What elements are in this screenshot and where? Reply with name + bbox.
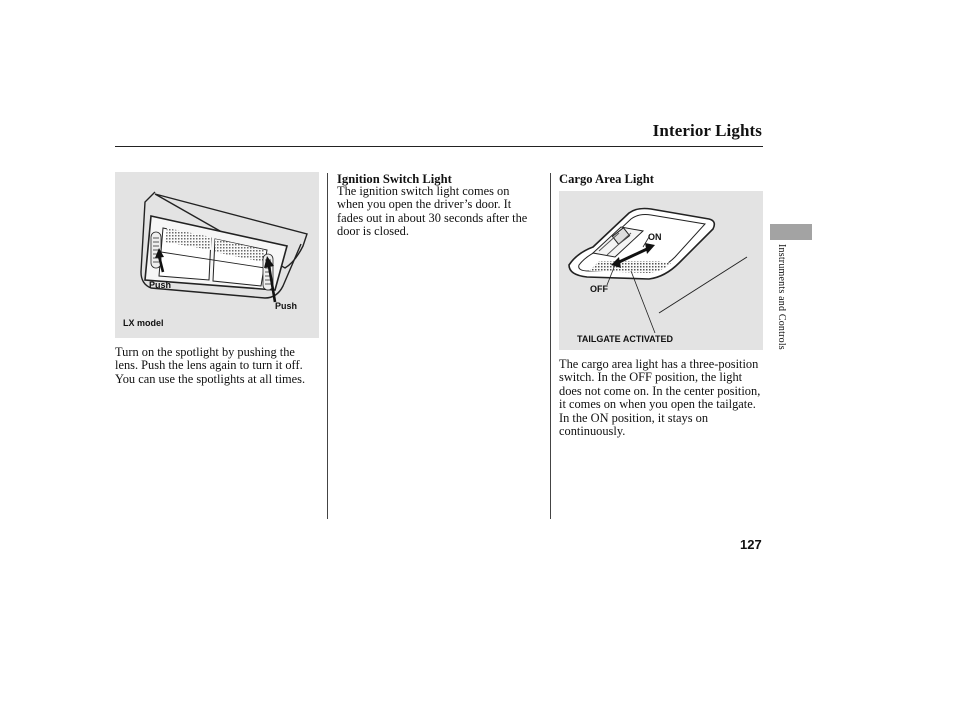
cargo-light-figure: ON OFF TAILGATE ACTIVATED bbox=[559, 191, 763, 350]
push-arrow-left bbox=[155, 248, 165, 273]
tailgate-activated-label: TAILGATE ACTIVATED bbox=[577, 334, 673, 344]
switch-on-label: ON bbox=[648, 232, 662, 242]
push-label-left: Push bbox=[149, 280, 172, 290]
ignition-switch-light-heading: Ignition Switch Light bbox=[337, 172, 452, 186]
cargo-area-light-description: The cargo area light has a three-positio… bbox=[559, 357, 761, 439]
column-divider-left bbox=[327, 173, 328, 519]
cargo-light-illustration bbox=[568, 207, 748, 334]
spotlight-illustration bbox=[140, 191, 308, 303]
push-arrow-right bbox=[264, 256, 277, 303]
section-tab-label: Instruments and Controls bbox=[776, 244, 787, 350]
spotlight-figure: Push Push LX model bbox=[115, 172, 319, 338]
column-divider-right bbox=[550, 173, 551, 519]
switch-off-label: OFF bbox=[590, 284, 608, 294]
page-number: 127 bbox=[740, 537, 762, 552]
page-title: Interior Lights bbox=[652, 121, 762, 140]
ignition-switch-light-description: The ignition switch light comes on when … bbox=[337, 184, 528, 239]
header-rule bbox=[115, 146, 763, 147]
section-tab-marker bbox=[770, 224, 812, 240]
cargo-area-light-heading: Cargo Area Light bbox=[559, 172, 654, 186]
model-label: LX model bbox=[123, 318, 164, 328]
spotlight-description: Turn on the spotlight by pushing the len… bbox=[115, 345, 306, 386]
push-label-right: Push bbox=[275, 301, 298, 311]
switch-arrow bbox=[611, 243, 655, 268]
three-position-switch bbox=[591, 226, 645, 258]
